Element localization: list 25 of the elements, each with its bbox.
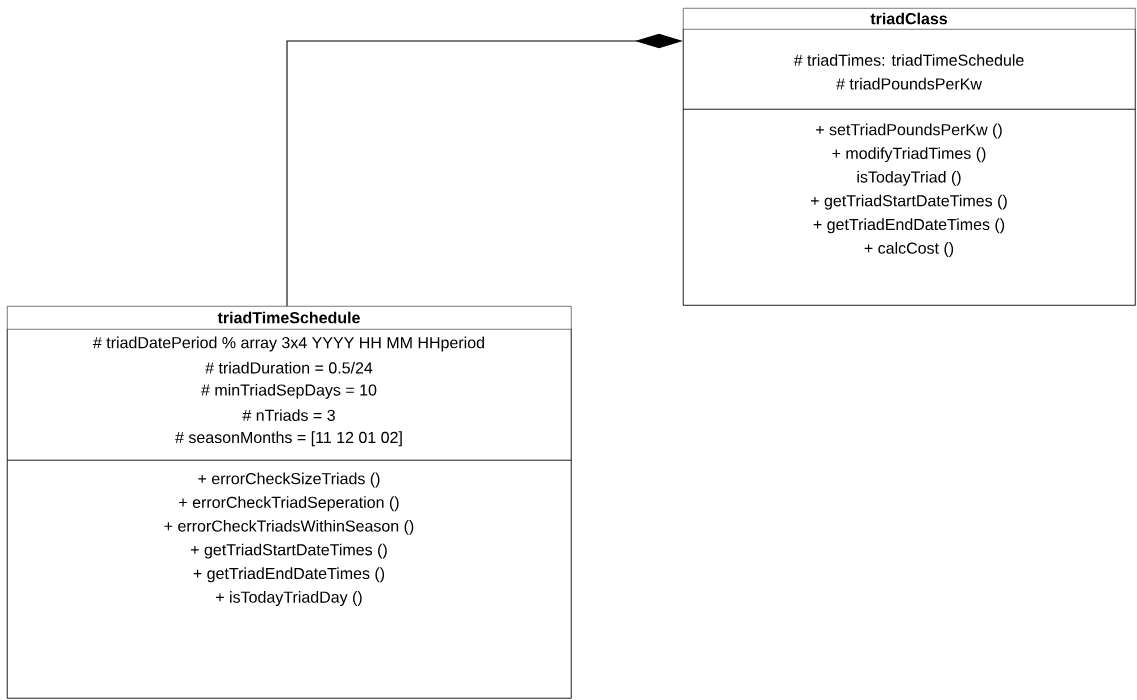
class-name: triadClass — [870, 12, 948, 25]
member-text: + errorCheckSizeTriads () — [198, 472, 380, 488]
member-text: # triadTimes: triadTimeSchedule — [793, 54, 1024, 66]
member-text: # minTriadSepDays = 10 — [201, 383, 377, 399]
member-text: + getTriadStartDateTimes () — [191, 543, 387, 559]
member-text: + isTodayTriadDay () — [216, 591, 362, 606]
member-text: + modifyTriadTimes () — [832, 147, 986, 163]
member-text: + getTriadEndDateTimes () — [813, 218, 1005, 234]
class-compartment — [683, 109, 1136, 306]
member-text: isTodayTriad () — [857, 170, 961, 186]
member-text: + errorCheckTriadsWithinSeason () — [164, 519, 414, 535]
member-text: + getTriadStartDateTimes () — [811, 194, 1007, 210]
class-name: triadTimeSchedule — [217, 311, 360, 324]
member-text: + calcCost () — [864, 242, 954, 257]
class-compartment — [7, 329, 572, 461]
member-text: # triadPoundsPerKw — [836, 77, 982, 90]
member-text: # triadDatePeriod % array 3x4 YYYY HH MM HHperiod — [93, 336, 484, 352]
member-text: # triadDuration = 0.5/24 — [205, 361, 373, 374]
member-text: + setTriadPoundsPerKw () — [816, 123, 1002, 139]
class-compartment — [683, 29, 1136, 110]
member-text: # seasonMonths = [11 12 01 02] — [175, 431, 402, 447]
member-text: + getTriadEndDateTimes () — [193, 567, 385, 583]
member-text: + errorCheckTriadSeperation () — [179, 496, 399, 512]
class-compartment — [7, 460, 572, 699]
member-text: # nTriads = 3 — [242, 409, 335, 421]
